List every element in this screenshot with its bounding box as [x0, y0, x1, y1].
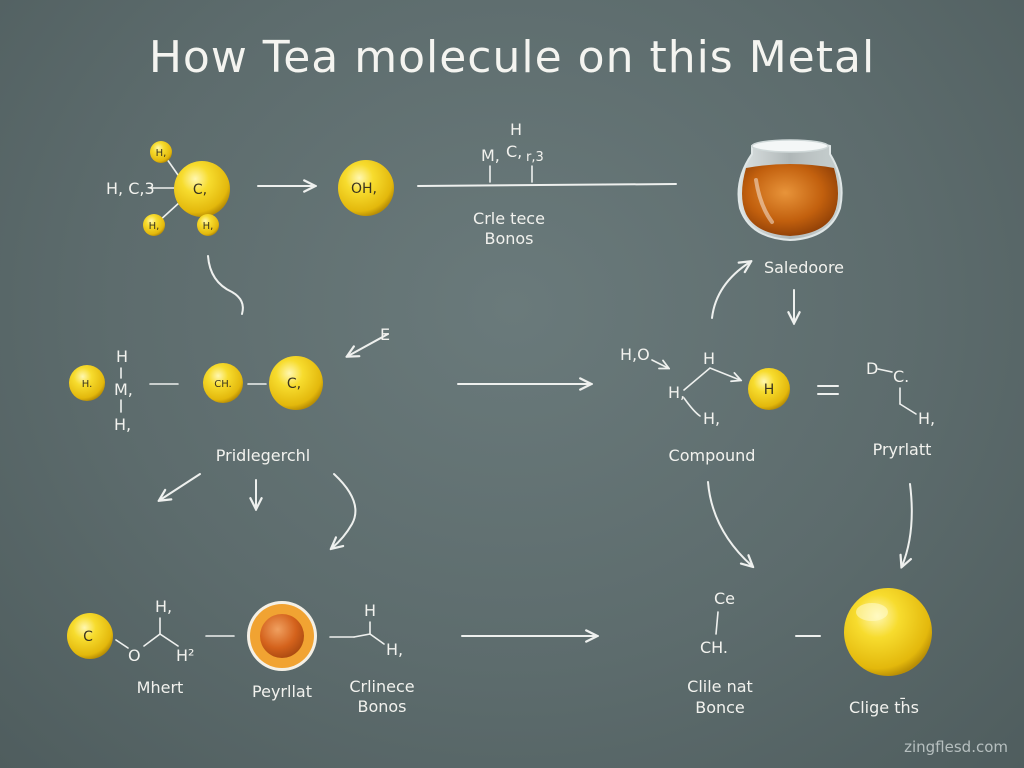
- label-e: E: [380, 325, 390, 344]
- atom-c-label: C,: [287, 376, 301, 392]
- orange-atom: [247, 601, 317, 671]
- label-crle-tece: Crle tece: [473, 209, 545, 228]
- atom-h-label: H,: [918, 409, 938, 428]
- atom-h-label: H,: [155, 597, 172, 616]
- hydroxyl-group: OH,: [338, 160, 394, 216]
- large-yellow-atom: [844, 588, 932, 676]
- structure-m-c: H M, C, r,3: [481, 120, 544, 183]
- label-compound: Compound: [669, 446, 756, 465]
- label-bonos: Bonos: [357, 697, 406, 716]
- atom-ch-label: CH.: [700, 638, 728, 657]
- atom-h-label: H,: [386, 640, 403, 659]
- atom-c-label: C.: [893, 367, 909, 386]
- atom-h2o-label: H,O: [620, 345, 650, 364]
- carbon-atom: [67, 613, 113, 659]
- diagonal-arrow: [348, 333, 389, 356]
- hydrogen-atom: [150, 141, 172, 163]
- atom-o-label: O: [128, 646, 141, 665]
- atom-ce-label: Ce: [714, 589, 735, 608]
- atom-h2-label: H²: [176, 646, 194, 665]
- label-bonce: Bonce: [695, 698, 745, 717]
- atom-h-label: H: [364, 601, 376, 620]
- structure-h-bottom: H H,: [329, 601, 403, 659]
- atom-h-label: H.: [82, 379, 93, 390]
- atom-h-label: H,: [114, 415, 131, 434]
- atom-h-label: H,: [668, 383, 685, 402]
- curved-arrow: [707, 481, 752, 566]
- atom-m-label: M,: [481, 146, 500, 165]
- label-clige-this: Clige th̄s: [849, 698, 919, 717]
- bond-line: [417, 183, 677, 187]
- molecule-right-middle: D C. H,: [866, 359, 938, 428]
- page-title: How Tea molecule on this Metal: [149, 32, 875, 83]
- atom-label-h-c: H, C,3: [106, 179, 155, 198]
- atom-h-label: H: [764, 382, 775, 398]
- equals-sign: [817, 385, 839, 395]
- hydrogen-atom: [143, 214, 165, 236]
- watermark: zingflesd.com: [904, 738, 1008, 756]
- atom-oh-label: OH,: [351, 181, 377, 197]
- label-pridlegerchl: Pridlegerchl: [216, 446, 310, 465]
- atom-c-label: C,: [506, 142, 522, 161]
- atom-h-label: H,: [149, 221, 160, 232]
- structure-ce-ch: Ce CH.: [700, 589, 735, 657]
- curve-stroke: [207, 255, 244, 315]
- label-clile-nat: Clile nat: [687, 677, 753, 696]
- atom-m-label: M,: [114, 380, 133, 399]
- atom-h-label: H: [510, 120, 522, 139]
- molecule-methyl-carbon: H, C,3 H, C, H, H,: [106, 141, 230, 236]
- atom-c-label: C: [83, 629, 93, 645]
- atom-c-label: C,: [193, 182, 207, 198]
- molecule-bottom-left: C O H, H²: [67, 597, 235, 665]
- hydrogen-atom: [197, 214, 219, 236]
- curved-arrow: [332, 473, 357, 548]
- curved-arrow: [902, 483, 913, 566]
- label-pryrlatt: Pryrlatt: [873, 440, 932, 459]
- atom-h-label: H,: [156, 148, 167, 159]
- label-saledoore: Saledoore: [764, 258, 844, 277]
- hydrogen-atom: [748, 368, 790, 410]
- atom-r-label: r,3: [526, 150, 544, 165]
- tea-glass-icon: [737, 139, 843, 242]
- label-bonos: Bonos: [484, 229, 533, 248]
- label-peyrllat: Peyrllat: [252, 682, 312, 701]
- diagonal-arrow: [160, 473, 201, 500]
- hydrogen-atom: [69, 365, 105, 401]
- carbon-atom: [174, 161, 230, 217]
- label-mhert: Mhert: [137, 678, 184, 697]
- curved-arrow: [711, 262, 750, 319]
- atom-h-label: H: [703, 349, 715, 368]
- atom-h-label: H: [116, 347, 128, 366]
- oh-atom: [338, 160, 394, 216]
- molecule-left-middle: H. H M, H, CH. C,: [69, 347, 323, 434]
- label-crlinece: Crlinece: [349, 677, 414, 696]
- compound-water: H,O H H, H, H: [620, 345, 790, 428]
- carbon-atom: [269, 356, 323, 410]
- atom-d-label: D: [866, 359, 878, 378]
- ch-atom: [203, 363, 243, 403]
- atom-ch-label: CH.: [214, 379, 232, 390]
- atom-h-label: H,: [703, 409, 720, 428]
- atom-h-label: H,: [203, 221, 214, 232]
